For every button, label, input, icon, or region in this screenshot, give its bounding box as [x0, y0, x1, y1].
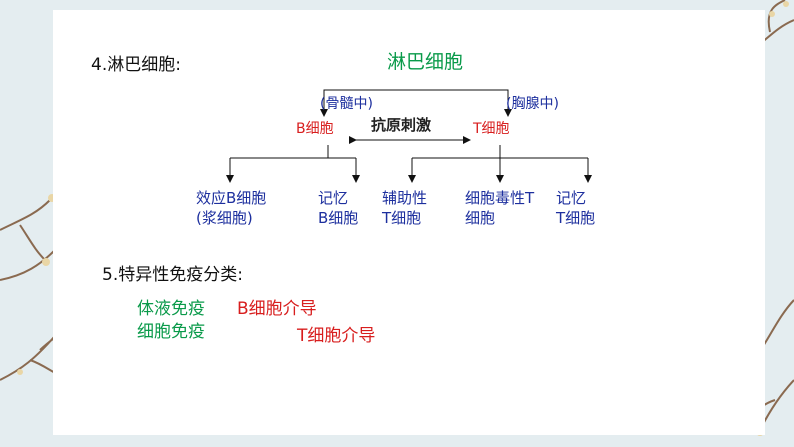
- heading-specific-immunity: 5.特异性免疫分类:: [102, 265, 243, 285]
- node-effector-b-cell: 效应B细胞: [196, 189, 267, 207]
- label-humoral-immunity: 体液免疫: [137, 299, 205, 319]
- node-memory-b-cell-line2: B细胞: [318, 209, 359, 227]
- content-card: [53, 10, 765, 435]
- label-cellular-immunity: 细胞免疫: [137, 322, 205, 342]
- label-antigen-stimulus: 抗原刺激: [371, 116, 432, 134]
- node-helper-t-cell-line1: 辅助性: [382, 189, 428, 207]
- label-bone-marrow: (骨髓中): [320, 96, 373, 112]
- node-helper-t-cell-line2: T细胞: [382, 209, 422, 227]
- node-b-cell: B细胞: [296, 121, 334, 137]
- node-cytotoxic-t-cell-line1: 细胞毒性T: [465, 189, 535, 207]
- label-b-cell-mediated: B细胞介导: [237, 299, 317, 319]
- label-t-cell-mediated: T细胞介导: [297, 326, 376, 346]
- node-memory-b-cell-line1: 记忆: [318, 189, 349, 207]
- node-memory-t-cell-line2: T细胞: [556, 209, 596, 227]
- node-t-cell: T细胞: [473, 121, 510, 137]
- node-plasma-cell: (浆细胞): [196, 209, 253, 227]
- node-memory-t-cell-line1: 记忆: [556, 189, 587, 207]
- label-thymus: (胸腺中): [506, 96, 559, 112]
- node-cytotoxic-t-cell-line2: 细胞: [465, 209, 496, 227]
- heading-lymphocytes: 4.淋巴细胞:: [91, 55, 181, 75]
- node-lymphocyte: 淋巴细胞: [387, 51, 464, 73]
